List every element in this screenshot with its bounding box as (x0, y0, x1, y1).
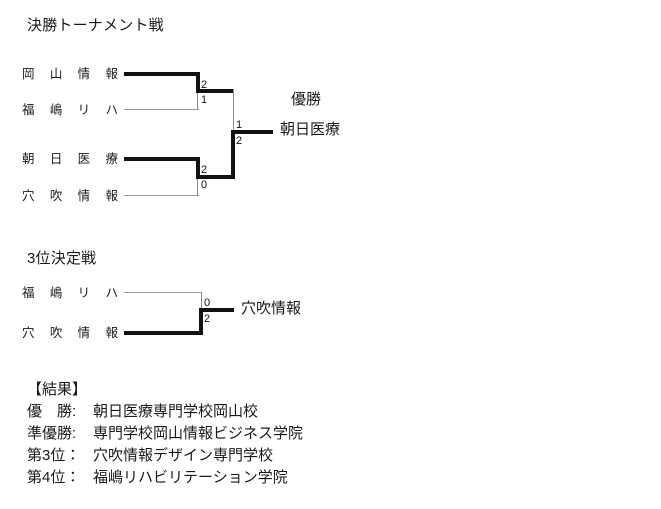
semifinal-upper-winner-line (124, 72, 199, 76)
result-rank-label: 優 勝: (27, 403, 77, 420)
semifinal-lower-bottom-score: 0 (201, 179, 208, 191)
third-place-winner-name: 穴吹情報 (241, 300, 302, 317)
final-champion-line (231, 130, 273, 134)
final-connector-thin (233, 89, 234, 132)
third-place-top-score: 0 (204, 297, 211, 309)
semifinal-lower-loser-line (124, 195, 199, 196)
third-place-connector-thin (201, 292, 202, 311)
result-school-name: 専門学校岡山情報ビジネス学院 (93, 425, 304, 442)
result-row-fourth: 第4位： 福嶋リハビリテーション学院 (27, 467, 303, 489)
result-row-runner-up: 準優勝: 専門学校岡山情報ビジネス学院 (27, 423, 303, 445)
bracket-team-fukushima-riha: 福 嶋 リ ハ (22, 103, 118, 117)
result-row-champion: 優 勝: 朝日医療専門学校岡山校 (27, 401, 303, 423)
final-top-score: 1 (236, 119, 243, 131)
results-heading: 【結果】 (27, 381, 88, 398)
semifinal-lower-connector-thick (196, 157, 200, 179)
third-place-advance-line (199, 308, 234, 312)
third-place-bottom-score: 2 (204, 313, 211, 325)
result-rank-label: 第4位： (27, 469, 81, 486)
third-place-connector-thick (199, 308, 203, 335)
semifinal-lower-advance-line (196, 175, 234, 179)
bracket-team-asahi-iryo: 朝 日 医 療 (22, 152, 118, 166)
result-school-name: 福嶋リハビリテーション学院 (93, 469, 288, 486)
semifinal-upper-connector-thick (196, 72, 200, 92)
third-place-team-anabuki-joho: 穴 吹 情 報 (22, 326, 118, 340)
third-place-winner-line (124, 331, 202, 335)
semifinal-upper-bottom-score: 1 (201, 94, 208, 106)
champion-caption: 優勝 (291, 91, 322, 108)
semifinal-upper-connector-thin (197, 92, 198, 110)
result-school-name: 朝日医療専門学校岡山校 (93, 403, 259, 420)
bracket-team-anabuki-joho: 穴 吹 情 報 (22, 189, 118, 203)
results-block: 【結果】 優 勝: 朝日医療専門学校岡山校 準優勝: 専門学校岡山情報ビジネス学… (27, 379, 303, 489)
result-rank-label: 準優勝: (27, 425, 77, 442)
result-rank-label: 第3位： (27, 447, 81, 464)
semifinal-upper-advance-line (196, 89, 234, 93)
semifinal-lower-connector-thin (197, 178, 198, 196)
semifinal-lower-top-score: 2 (201, 164, 208, 176)
third-place-loser-line (124, 292, 202, 293)
semifinal-upper-loser-line (124, 109, 199, 110)
third-place-team-fukushima-riha: 福 嶋 リ ハ (22, 286, 118, 300)
semifinal-upper-top-score: 2 (201, 79, 208, 91)
final-bottom-score: 2 (236, 135, 243, 147)
result-row-third: 第3位： 穴吹情報デザイン専門学校 (27, 445, 303, 467)
final-connector-thick (231, 130, 235, 179)
champion-name: 朝日医療 (280, 121, 341, 138)
semifinal-lower-winner-line (124, 157, 199, 161)
third-place-title: 3位決定戦 (27, 250, 97, 267)
bracket-team-okayama-joho: 岡 山 情 報 (22, 67, 118, 81)
final-tournament-title: 決勝トーナメント戦 (27, 17, 164, 34)
result-school-name: 穴吹情報デザイン専門学校 (93, 447, 274, 464)
